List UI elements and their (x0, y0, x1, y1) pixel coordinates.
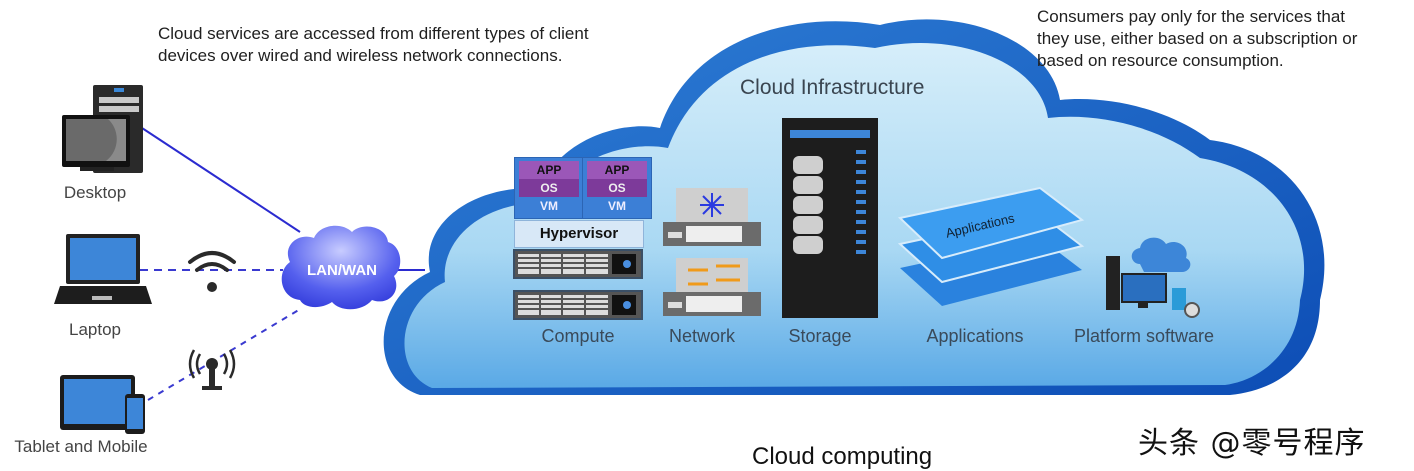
lan-wan-label: LAN/WAN (307, 262, 377, 279)
component-label-applications: Applications (926, 326, 1024, 346)
caption-right-line: Consumers pay only for the services that (1037, 7, 1346, 26)
vm-app-label: APP (587, 161, 647, 179)
caption-left-line: Cloud services are accessed from differe… (158, 24, 589, 43)
vm-label: VM (540, 199, 558, 213)
platform-icon (1106, 237, 1200, 318)
lan-wan-cloud (281, 225, 401, 310)
storage-rack-icon (782, 118, 878, 318)
wired-link-desktop (141, 127, 301, 233)
laptop-icon (54, 234, 152, 304)
component-label-platform-software: Platform software (1073, 326, 1215, 346)
watermark: 头条 @零号程序 (1138, 426, 1366, 461)
vm-block: APP OS VM (514, 157, 584, 219)
diagram-title: Cloud computing (752, 443, 933, 470)
caption-right: Consumers pay only for the services that… (1037, 6, 1357, 72)
desktop-icon (62, 85, 143, 173)
caption-left: Cloud services are accessed from differe… (158, 23, 589, 67)
vm-os-label: OS (587, 179, 647, 197)
cloud-infrastructure-title: Cloud Infrastructure (740, 76, 925, 99)
server-icon (513, 249, 643, 320)
vm-app-label: APP (519, 161, 579, 179)
vm-os-label: OS (519, 179, 579, 197)
switch-icon (663, 188, 761, 316)
caption-right-line: based on resource consumption. (1037, 51, 1284, 70)
wifi-icon (188, 251, 236, 292)
vm-label: VM (608, 199, 626, 213)
device-label-tablet-mobile: Tablet and Mobile (14, 437, 148, 456)
component-label-compute: Compute (541, 326, 615, 346)
tablet-mobile-icon (60, 375, 145, 434)
hypervisor-block: Hypervisor (514, 220, 644, 248)
device-label-desktop: Desktop (63, 183, 127, 202)
layers-icon (897, 186, 1085, 306)
component-label-network: Network (668, 326, 735, 346)
component-label-storage: Storage (788, 326, 852, 346)
caption-right-line: they use, either based on a subscription… (1037, 29, 1358, 48)
caption-left-line: devices over wired and wireless network … (158, 46, 563, 65)
antenna-icon (188, 349, 236, 390)
device-label-laptop: Laptop (69, 320, 121, 339)
vm-block: APP OS VM (582, 157, 652, 219)
